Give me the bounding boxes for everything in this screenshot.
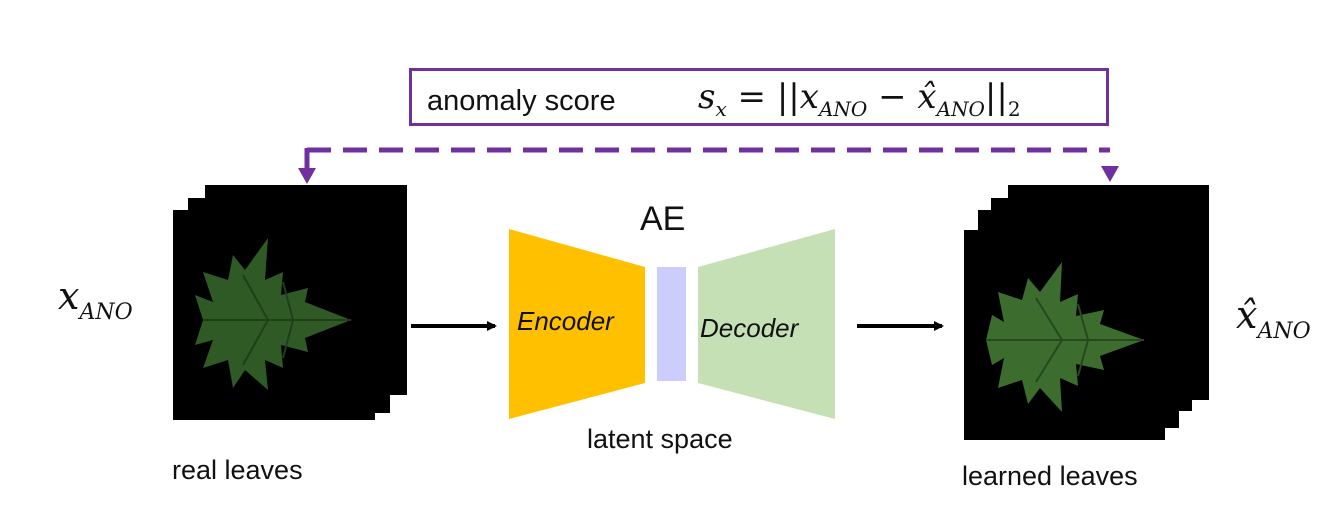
formula-sub-x: x [715,97,727,121]
decoder-label: Decoder [700,313,799,343]
latent-space-block [657,267,686,381]
formula-eq: = || [726,77,800,117]
encoder-block [509,229,645,419]
input-caption: real leaves [172,455,303,485]
latent-space-caption: latent space [587,424,733,454]
anomaly-score-box: anomaly score sx = ||xANO − x̂ANO||2 [409,68,1109,126]
output-caption: learned leaves [962,461,1138,491]
feedback-connector [298,147,1119,184]
input-symbol: xANO [58,274,133,325]
input-symbol-sub: ANO [79,300,133,325]
output-leaf-image [986,262,1144,412]
feedback-right-arrowhead [1101,166,1119,182]
leaf-icon [986,262,1144,412]
output-symbol-xhat: x̂ [1236,293,1258,337]
decoder-block [698,229,835,419]
input-symbol-x: x [58,274,80,318]
formula-norm: || [984,77,1008,117]
autoencoder-title: AE [640,200,686,238]
formula-x: x [799,77,819,117]
leaf-icon [195,238,351,390]
output-symbol-sub: ANO [1257,319,1311,344]
formula-s: s [698,77,716,117]
formula-xhat: x̂ [917,77,937,117]
formula-sub-ano-2: ANO [936,97,985,121]
anomaly-score-formula: sx = ||xANO − x̂ANO||2 [698,77,1021,121]
formula-minus: − [867,77,918,117]
formula-sub-ano-1: ANO [818,97,868,121]
input-leaf-image [195,238,351,390]
output-symbol: x̂ANO [1236,293,1311,344]
encoder-label: Encoder [517,306,614,336]
feedback-left-arrowhead [298,168,316,184]
anomaly-score-label: anomaly score [427,85,616,117]
formula-sub-2: 2 [1007,97,1021,121]
